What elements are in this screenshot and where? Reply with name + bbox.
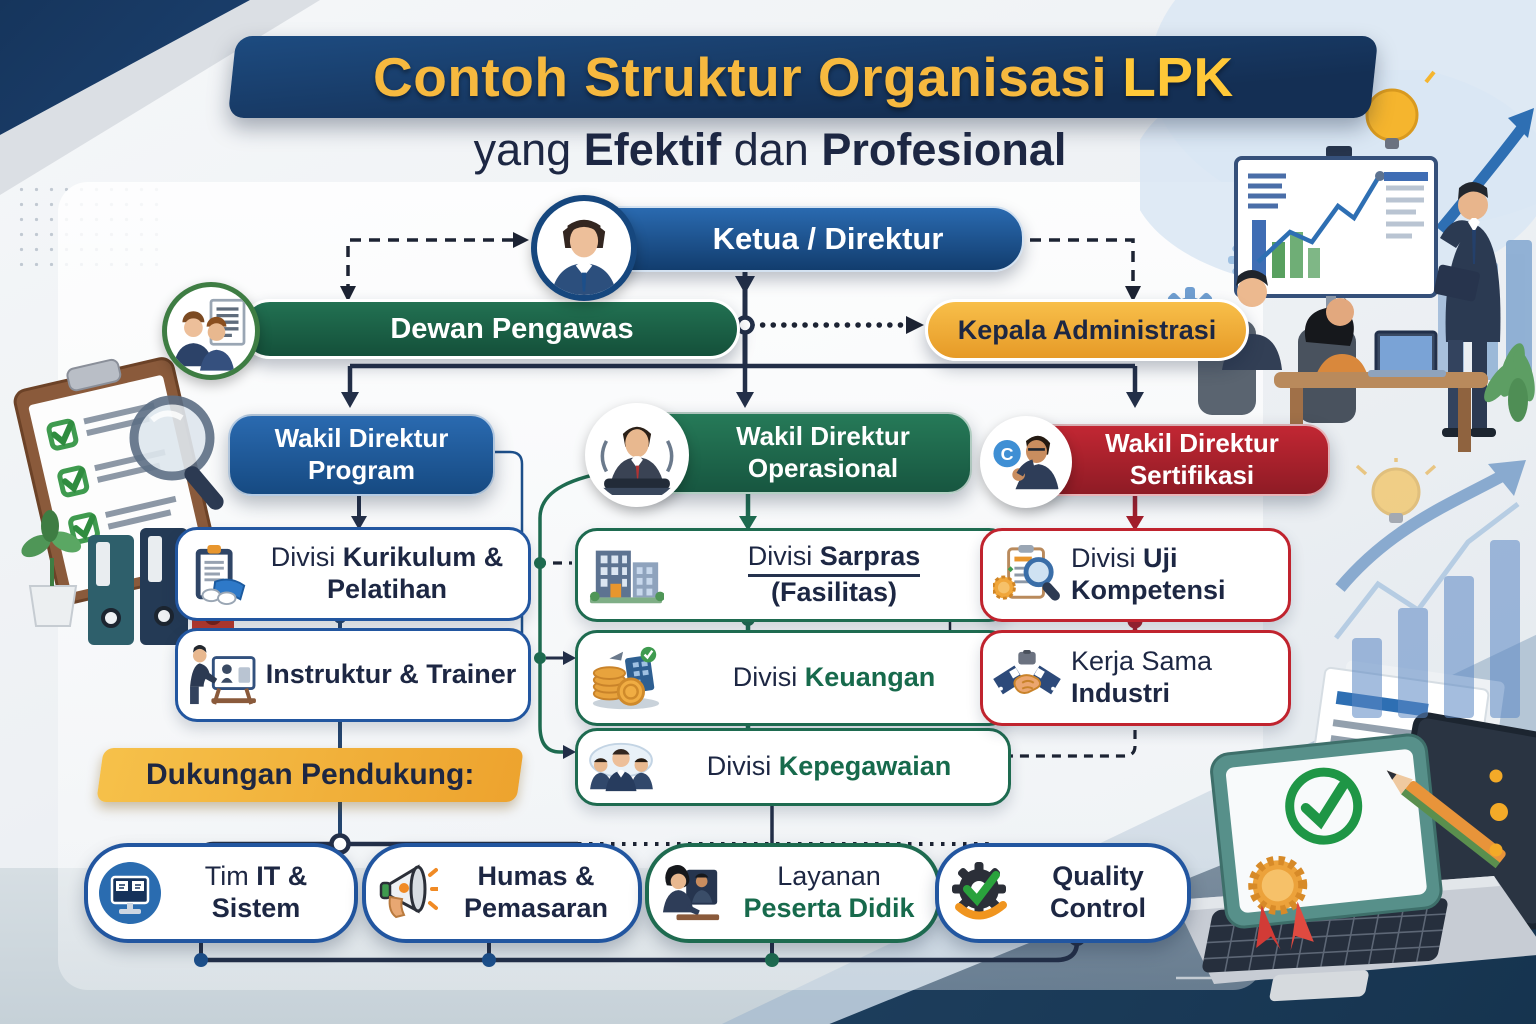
megaphone-icon [376, 861, 438, 925]
support-tim-it-pill: Tim IT & Sistem [84, 843, 358, 943]
student-service-icon [659, 862, 725, 924]
it-monitor-icon [98, 861, 162, 925]
curriculum-clipboard-icon [188, 543, 250, 605]
growth-bars [1438, 240, 1532, 380]
exam-checklist-icon [993, 545, 1061, 605]
node-kepala-administrasi: Kepala Administrasi [925, 299, 1249, 361]
division-kurikulum-box: Divisi Kurikulum & Pelatihan [175, 527, 531, 621]
plant [1484, 343, 1535, 422]
support-quality-pill: Quality Control [935, 843, 1191, 943]
support-humas-pill: Humas & Pemasaran [362, 843, 642, 943]
support-humas-label: Humas & Pemasaran [463, 861, 609, 923]
division-keuangan-label: Divisi Keuangan [732, 662, 936, 693]
support-tim-it-label: Tim IT & Sistem [204, 861, 308, 923]
handshake-icon [993, 650, 1061, 706]
svg-text:C: C [1001, 444, 1014, 464]
support-layanan-label: Layanan Peserta Didik [743, 861, 915, 923]
support-quality-label: Quality Control [1050, 861, 1146, 923]
node-ketua-direktur: Ketua / Direktur [558, 206, 1024, 272]
division-kerjasama-label: Kerja Sama Industri [1071, 646, 1213, 708]
lightbulb-icon [1355, 458, 1437, 523]
finance-coins-icon [588, 646, 664, 710]
division-sarpras-box: Divisi Sarpras (Fasilitas) [575, 528, 1011, 622]
staff-group-icon [588, 739, 654, 795]
board-avatar-icon [162, 282, 260, 380]
certifier-avatar-icon: C [980, 416, 1072, 508]
support-layanan-pill: Layanan Peserta Didik [645, 843, 941, 943]
division-instruktur-box: Instruktur & Trainer [175, 628, 531, 722]
quality-gear-check-icon [949, 861, 1013, 925]
division-kerjasama-box: Kerja Sama Industri [980, 630, 1291, 726]
manager-avatar-icon [585, 403, 689, 507]
page-subtitle: yang Efektif dan Profesional [473, 124, 1067, 175]
division-sarpras-label: Divisi Sarpras (Fasilitas) [747, 541, 921, 607]
support-banner: Dukungan Pendukung: [96, 748, 524, 802]
division-kurikulum-label: Divisi Kurikulum & Pelatihan [270, 542, 504, 604]
division-kepegawaian-box: Divisi Kepegawaian [575, 728, 1011, 806]
division-uji-kompetensi-box: Divisi Uji Kompetensi [980, 528, 1291, 622]
facility-building-icon [588, 544, 664, 606]
trainer-presentation-icon [188, 644, 258, 706]
division-kepegawaian-label: Divisi Kepegawaian [706, 751, 952, 782]
division-uji-label: Divisi Uji Kompetensi [1071, 543, 1226, 605]
division-keuangan-box: Divisi Keuangan [575, 630, 1011, 726]
division-instruktur-label: Instruktur & Trainer [265, 659, 517, 690]
node-dewan-pengawas: Dewan Pengawas [240, 299, 740, 359]
support-banner-label: Dukungan Pendukung: [145, 758, 475, 791]
director-avatar-icon [531, 195, 637, 301]
